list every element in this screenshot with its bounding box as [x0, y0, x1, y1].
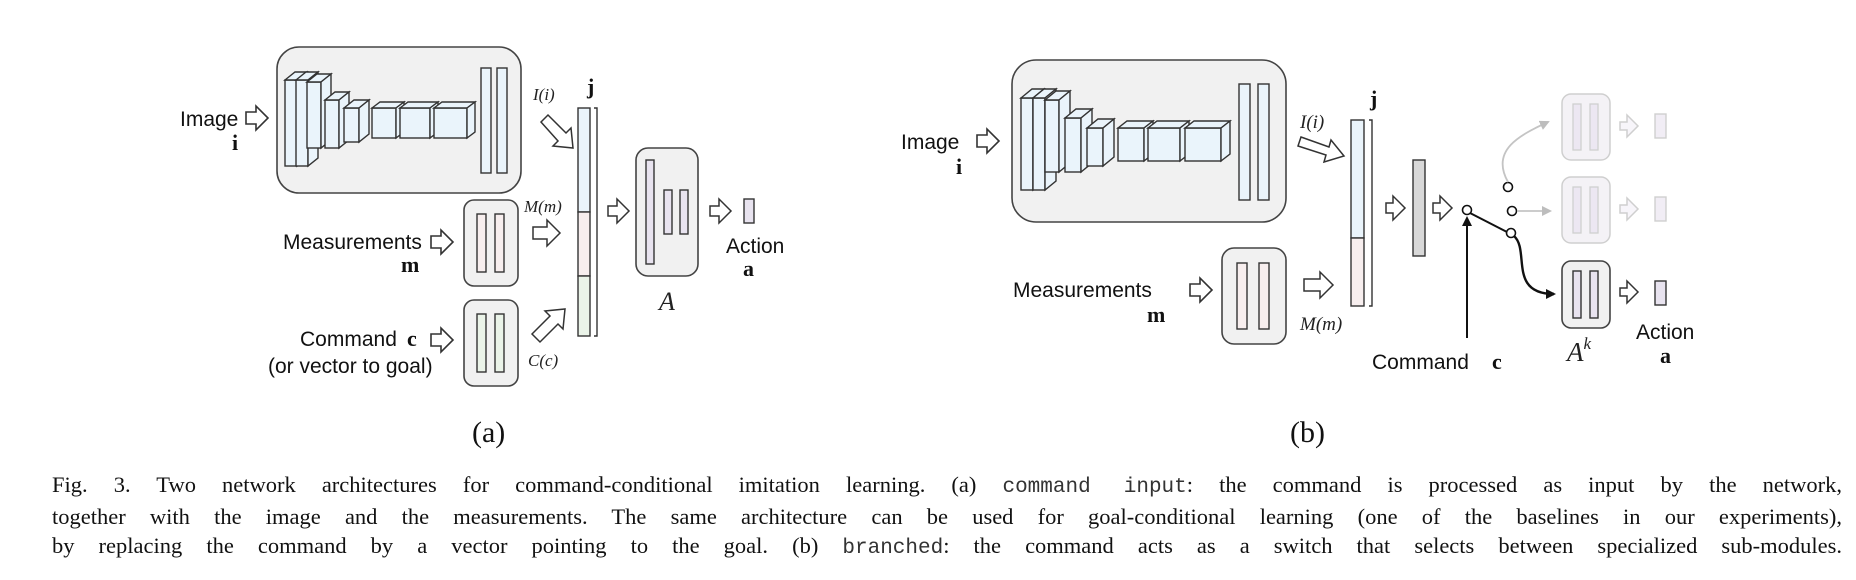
- panel-b-image-label: Image: [901, 131, 959, 154]
- panel-b-active-arrow-icon: [1619, 279, 1640, 305]
- panel-a-command-label: Command: [300, 328, 397, 351]
- panel-a-joint-vector: [577, 107, 598, 337]
- panel-b-branch-1-output: [1654, 113, 1667, 139]
- panel-a-meas-to-joint-arrow-icon: [532, 218, 562, 248]
- panel-b-image-fc-layers: [1238, 83, 1270, 201]
- panel-a-func-cmd: C(c): [528, 351, 559, 370]
- panel-a-measurements-label: Measurements: [283, 231, 422, 254]
- panel-a-image-arrow-icon: [245, 104, 270, 132]
- panel-b-shared-layer: [1412, 159, 1426, 257]
- panel-b-command-label: Command: [1372, 351, 1469, 374]
- panel-b-active-branch-module: [1561, 260, 1611, 329]
- panel-b-conv-stack: [1019, 87, 1233, 192]
- panel-a-joint-to-action-arrow-icon: [607, 197, 631, 225]
- panel-a-measurements-symbol: m: [401, 252, 419, 277]
- panel-a-image-fc-layers: [480, 67, 508, 174]
- panel-b-branch-1-connector: [1501, 120, 1550, 183]
- panel-b-func-image: I(i): [1299, 112, 1324, 133]
- panel-b-joint-vector: [1350, 119, 1373, 307]
- panel-b-image-to-joint-arrow-icon: [1297, 136, 1346, 164]
- panel-b-shared-arrow-icon: [1432, 194, 1454, 222]
- panel-b-branch-2-output: [1654, 196, 1667, 222]
- panel-a-image-symbol: i: [232, 130, 238, 155]
- caption-line-1: Fig. 3. Two network architectures for co…: [52, 470, 1842, 502]
- panel-b-measurements-fc-layers: [1236, 262, 1270, 330]
- panel-b-branch-1-arrow-icon: [1619, 113, 1640, 139]
- panel-a-conv-stack: [283, 70, 478, 168]
- panel-b-measurements-label: Measurements: [1013, 279, 1152, 302]
- panel-b-image-symbol: i: [956, 154, 962, 179]
- panel-a-measurements-module: [463, 199, 519, 287]
- panel-a-command-fc-layers: [476, 313, 505, 373]
- panel-b-measurements-arrow-icon: [1189, 276, 1214, 304]
- panel-b-joint-arrow-icon: [1385, 194, 1407, 222]
- panel-b-branch-module-label: Ak: [1565, 334, 1592, 367]
- panel-b-measurements-module: [1221, 247, 1287, 345]
- caption-part-1: Two network architectures for command-co…: [130, 472, 1003, 497]
- panel-b-branch-2-module: [1561, 176, 1611, 244]
- panel-b-action-symbol: a: [1660, 343, 1671, 368]
- caption-fig-label: Fig. 3.: [52, 472, 131, 497]
- panel-b-active-branch-connector: [1513, 235, 1556, 299]
- caption-line-2: together with the image and the measurem…: [52, 504, 1842, 529]
- panel-a-action-label: Action: [726, 235, 784, 258]
- panel-b-action-output: [1654, 280, 1667, 306]
- panel-a-action-symbol: a: [743, 256, 754, 281]
- panel-b-meas-to-joint-arrow-icon: [1303, 270, 1335, 300]
- panel-a-command-alt: (or vector to goal): [268, 355, 433, 378]
- panel-b-branch-2-arrow-icon: [1619, 196, 1640, 222]
- panel-a-label: (a): [472, 416, 505, 449]
- panel-a-func-image: I(i): [532, 85, 555, 104]
- panel-b-branch-1-module: [1561, 93, 1611, 161]
- panel-b-branch-1-layers: [1572, 103, 1599, 151]
- panel-b-measurements-symbol: m: [1147, 302, 1165, 327]
- panel-b-switch-lever: [1469, 212, 1508, 233]
- panel-b-switch-contact-3: [1505, 227, 1517, 239]
- panel-b-branch-module-base: A: [1565, 337, 1584, 367]
- panel-b-switch-pivot: [1461, 204, 1473, 216]
- panel-a-action-module-label: A: [657, 287, 675, 316]
- panel-b-switch-contact-2: [1506, 205, 1518, 217]
- caption-part-2: : the command is processed as input by t…: [1186, 472, 1842, 497]
- panel-a-joint-symbol: j: [586, 74, 594, 99]
- caption-code-command-input: command input: [1002, 476, 1187, 499]
- panel-b-command-symbol: c: [1492, 349, 1502, 374]
- panel-a-action-arrow-icon: [709, 197, 733, 225]
- panel-a-command-arrow-icon: [430, 326, 455, 354]
- panel-a-command-symbol: c: [407, 326, 417, 351]
- caption-code-branched: branched: [842, 537, 944, 560]
- panel-b: Image i I(i) Measurements m M: [901, 59, 1694, 449]
- caption-part-4: : the command acts as a switch that sele…: [943, 533, 1842, 558]
- panel-a-func-meas: M(m): [523, 197, 562, 216]
- panel-b-active-branch-layers: [1572, 270, 1599, 319]
- panel-a-action-output: [743, 198, 755, 224]
- panel-b-switch-contact-1: [1502, 181, 1514, 193]
- panel-a: Image i I(i) Measurements m M: [180, 46, 784, 449]
- panel-a-measurements-arrow-icon: [430, 228, 455, 256]
- panel-a-image-to-joint-arrow-icon: [539, 113, 574, 149]
- panel-b-branch-module-superscript: k: [1584, 334, 1592, 353]
- caption-part-3: by replacing the command by a vector poi…: [52, 533, 843, 558]
- panel-a-measurements-fc-layers: [476, 213, 505, 273]
- panel-a-cmd-to-joint-arrow-icon: [530, 308, 566, 344]
- panel-b-branch-2-layers: [1572, 186, 1599, 234]
- architecture-figure: Image i I(i) Measurements m M: [180, 46, 1694, 449]
- figure-caption: Fig. 3. Two network architectures for co…: [52, 470, 1842, 563]
- panel-a-action-fc-layers: [645, 159, 689, 265]
- panel-a-image-label: Image: [180, 108, 238, 131]
- caption-line-3: by replacing the command by a vector poi…: [52, 531, 1842, 563]
- panel-b-label: (b): [1290, 416, 1325, 449]
- panel-b-joint-symbol: j: [1369, 86, 1377, 111]
- panel-b-func-meas: M(m): [1299, 314, 1342, 335]
- panel-b-image-arrow-icon: [976, 127, 1001, 155]
- panel-a-command-module: [463, 299, 519, 387]
- panel-b-action-label: Action: [1636, 321, 1694, 344]
